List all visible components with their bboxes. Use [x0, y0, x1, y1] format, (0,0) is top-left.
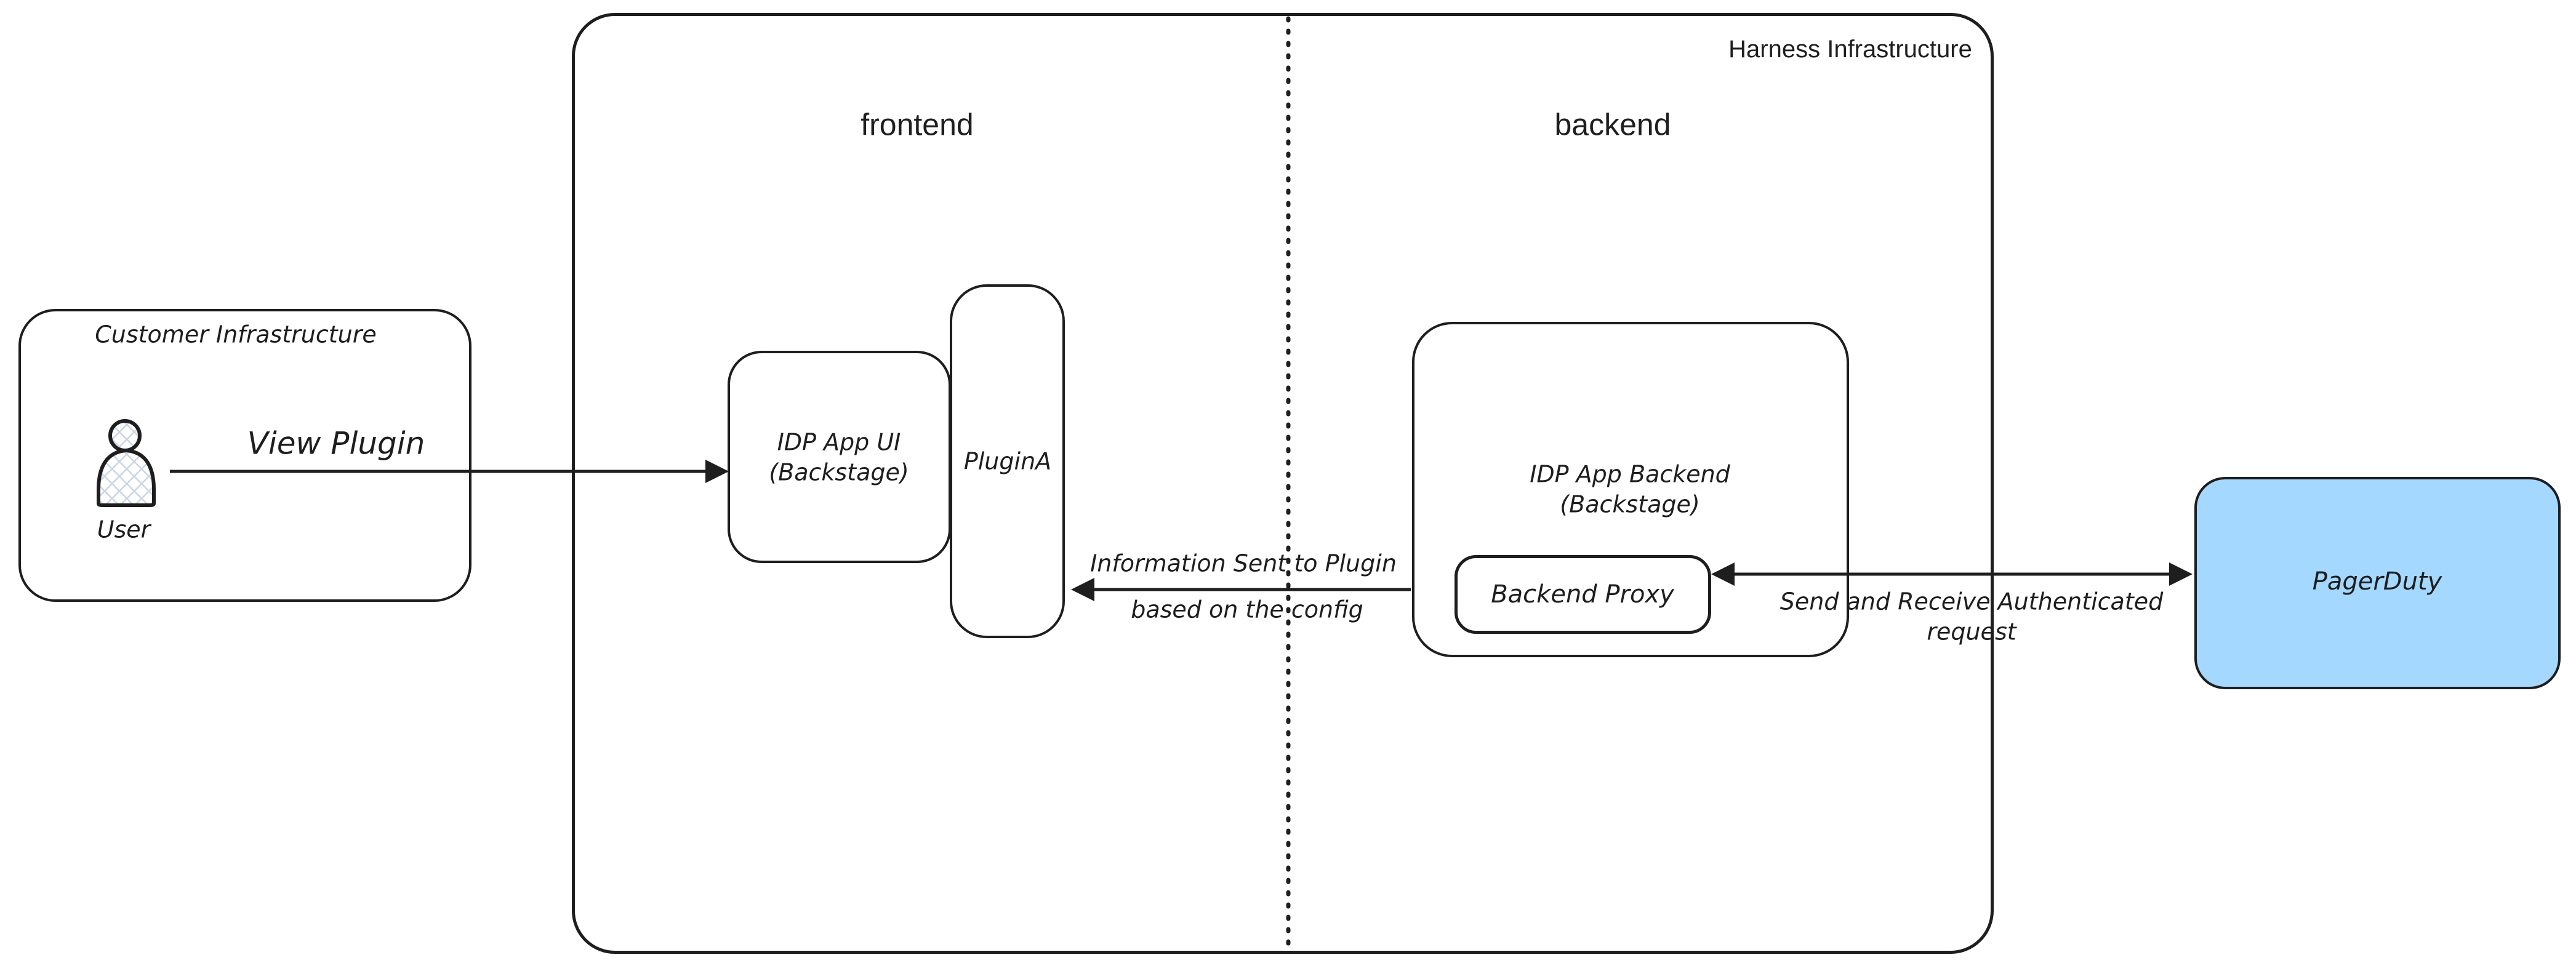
plugin-a-label: PluginA [963, 447, 1052, 475]
user-body [97, 449, 156, 507]
user-label: User [97, 516, 151, 543]
auth-arrow-label: Send and Receive Authenticated request [1780, 588, 2164, 646]
idp-app-ui-label: IDP App UI (Backstage) [769, 428, 909, 486]
user-icon [97, 419, 156, 507]
view-plugin-arrow-label: View Plugin [247, 425, 425, 462]
customer-infrastructure-box [18, 309, 471, 602]
user-head [108, 419, 142, 452]
idp-app-ui-box [728, 351, 951, 563]
customer-infrastructure-title: Customer Infrastructure [95, 321, 377, 348]
backend-proxy-box [1455, 555, 1711, 634]
idp-app-backend-label: IDP App Backend (Backstage) [1530, 460, 1730, 518]
harness-title: Harness Infrastructure [1728, 36, 1972, 63]
pagerduty-label: PagerDuty [2312, 567, 2442, 596]
info-arrow-label-bottom: based on the config [1131, 596, 1363, 623]
info-arrow-label-top: Information Sent to Plugin [1090, 550, 1397, 577]
backend-section-label: backend [1554, 107, 1671, 142]
pagerduty-box [2194, 477, 2561, 689]
plugin-a-box [950, 284, 1065, 638]
backend-proxy-label: Backend Proxy [1491, 580, 1674, 609]
frontend-section-label: frontend [861, 107, 974, 142]
